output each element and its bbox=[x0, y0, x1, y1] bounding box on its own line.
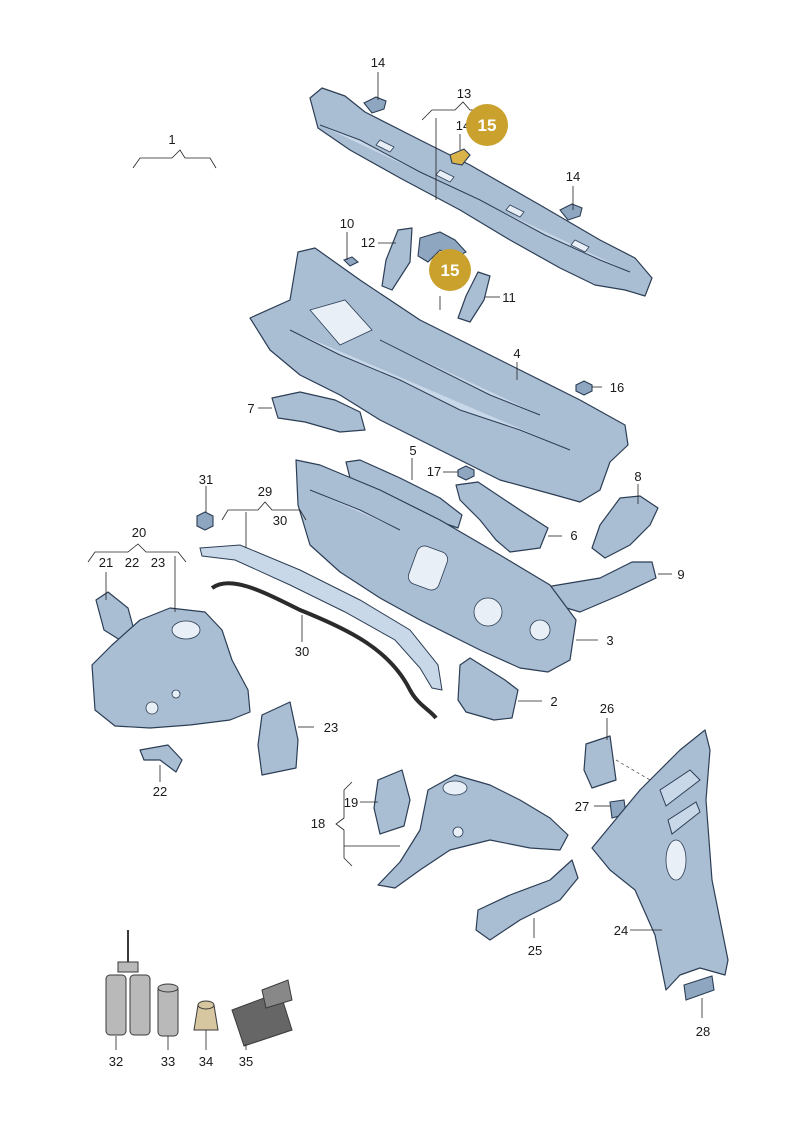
part-11-bracket[interactable] bbox=[457, 271, 491, 323]
label-1: 1 bbox=[168, 132, 175, 147]
label-28: 28 bbox=[696, 1024, 710, 1039]
label-9: 9 bbox=[677, 567, 684, 582]
part-7-bracket[interactable] bbox=[271, 391, 366, 433]
part-14-clip-c[interactable] bbox=[559, 203, 583, 221]
label-24: 24 bbox=[614, 923, 628, 938]
label-20: 20 bbox=[132, 525, 146, 540]
label-30-a: 30 bbox=[273, 513, 287, 528]
part-32-cartridge[interactable] bbox=[105, 930, 151, 1036]
part-22-bracket[interactable] bbox=[139, 744, 183, 773]
label-23-b: 23 bbox=[324, 720, 338, 735]
part-19-bracket[interactable] bbox=[373, 769, 411, 835]
part-30-seal[interactable] bbox=[210, 581, 438, 720]
part-35-pad[interactable] bbox=[231, 979, 293, 1047]
part-2-cover[interactable] bbox=[457, 657, 519, 721]
label-3: 3 bbox=[606, 633, 613, 648]
label-19: 19 bbox=[344, 795, 358, 810]
label-10: 10 bbox=[340, 216, 354, 231]
part-14-clip-b[interactable] bbox=[449, 148, 471, 166]
part-3-bulkhead[interactable] bbox=[295, 459, 577, 673]
label-8: 8 bbox=[634, 469, 641, 484]
label-11: 11 bbox=[502, 290, 516, 305]
label-17: 17 bbox=[427, 464, 441, 479]
label-30-b: 30 bbox=[295, 644, 309, 659]
label-21: 21 bbox=[99, 555, 113, 570]
label-31: 31 bbox=[199, 472, 213, 487]
label-35: 35 bbox=[239, 1054, 253, 1069]
label-25: 25 bbox=[528, 943, 542, 958]
label-7: 7 bbox=[247, 401, 254, 416]
part-6-bracket[interactable] bbox=[455, 481, 549, 553]
part-34-plug[interactable] bbox=[193, 1000, 219, 1031]
label-14-a: 14 bbox=[371, 55, 385, 70]
label-13: 13 bbox=[457, 86, 471, 101]
part-29-strip[interactable] bbox=[199, 544, 443, 691]
part-24-pillar[interactable] bbox=[591, 729, 729, 991]
part-13-crossmember[interactable] bbox=[309, 87, 653, 297]
part-28-plate[interactable] bbox=[683, 975, 715, 1001]
label-12: 12 bbox=[361, 235, 375, 250]
badge-15-middle[interactable]: 15 bbox=[429, 249, 471, 291]
part-4-plenum-panel[interactable] bbox=[249, 247, 629, 503]
part-8-bracket[interactable] bbox=[591, 495, 659, 559]
part-10-fastener[interactable] bbox=[343, 256, 359, 267]
label-22-a: 22 bbox=[125, 555, 139, 570]
part-14-clip-a[interactable] bbox=[363, 96, 387, 114]
part-33-tube[interactable] bbox=[157, 983, 179, 1037]
label-22-b: 22 bbox=[153, 784, 167, 799]
badge-15-top-text: 15 bbox=[478, 116, 497, 135]
label-32: 32 bbox=[109, 1054, 123, 1069]
label-18: 18 bbox=[311, 816, 325, 831]
part-20-wheel-housing[interactable] bbox=[91, 607, 251, 729]
badge-15-middle-text: 15 bbox=[441, 261, 460, 280]
part-16-nut[interactable] bbox=[575, 380, 593, 396]
label-4: 4 bbox=[513, 346, 520, 361]
label-16: 16 bbox=[610, 380, 624, 395]
label-33: 33 bbox=[161, 1054, 175, 1069]
part-23-panel[interactable] bbox=[257, 701, 299, 776]
badge-15-top[interactable]: 15 bbox=[466, 104, 508, 146]
label-2: 2 bbox=[550, 694, 557, 709]
label-34: 34 bbox=[199, 1054, 213, 1069]
label-5: 5 bbox=[409, 443, 416, 458]
part-31-nut[interactable] bbox=[196, 511, 214, 531]
part-26-bracket[interactable] bbox=[583, 735, 617, 789]
part-18-strut-tower[interactable] bbox=[377, 774, 569, 889]
part-12-bracket[interactable] bbox=[381, 227, 413, 291]
part-25-member[interactable] bbox=[475, 859, 579, 941]
label-29: 29 bbox=[258, 484, 272, 499]
label-6: 6 bbox=[570, 528, 577, 543]
label-14-c: 14 bbox=[566, 169, 580, 184]
label-27: 27 bbox=[575, 799, 589, 814]
part-17-nut[interactable] bbox=[457, 465, 475, 481]
label-23-a: 23 bbox=[151, 555, 165, 570]
label-26: 26 bbox=[600, 701, 614, 716]
